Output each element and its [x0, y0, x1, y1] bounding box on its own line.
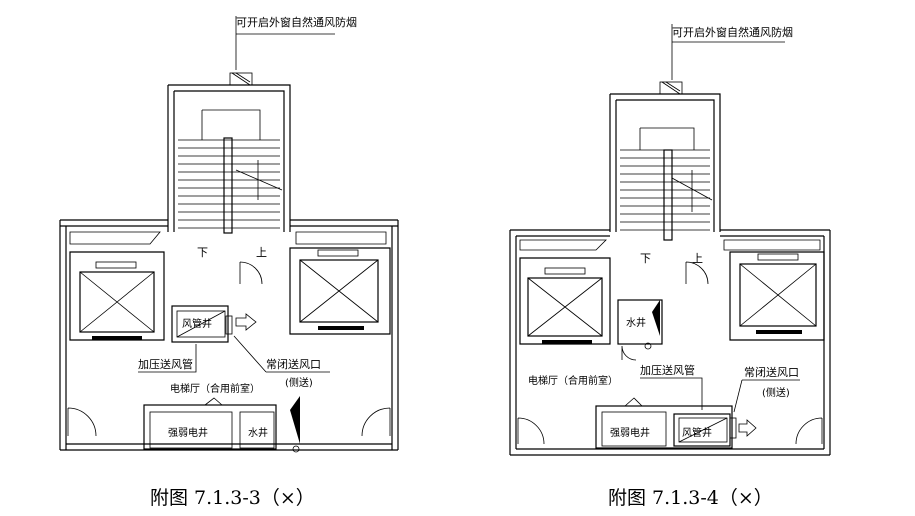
- right-water-shaft-label: 水井: [626, 316, 646, 329]
- left-vent-side-label: (侧送): [285, 376, 313, 389]
- left-vent-label: 常闭送风口: [266, 357, 321, 371]
- right-duct-leader: [640, 377, 703, 410]
- left-stair-flights: [178, 109, 283, 234]
- left-lower-shafts: [143, 396, 300, 453]
- left-elevator-1: [69, 251, 165, 341]
- left-stair-door: [239, 261, 263, 285]
- right-door-east: [795, 417, 823, 445]
- left-elevator-2: [289, 247, 391, 335]
- right-stair-up: 上: [692, 252, 703, 265]
- right-elevator-2: [729, 251, 825, 341]
- left-door-west: [67, 407, 97, 437]
- right-electric-shaft-label: 强弱电井: [610, 426, 650, 439]
- right-figure-caption: 附图 7.1.3-4（×）: [608, 487, 773, 509]
- right-door-west: [517, 417, 545, 445]
- left-stair-up: 上: [256, 246, 267, 259]
- right-stair-walls: [609, 81, 721, 232]
- left-window-note: 可开启外窗自然通风防烟: [236, 15, 357, 29]
- right-floor-plan: 可开启外窗自然通风防烟 下 上 水井 电梯厅（合用前室） 加压送风管 常闭送风口…: [509, 24, 831, 509]
- right-stair-down: 下: [640, 252, 651, 265]
- left-duct-shaft: [171, 305, 257, 343]
- right-window-note: 可开启外窗自然通风防烟: [672, 25, 793, 39]
- right-stair-flights: [620, 127, 713, 241]
- left-vent-leader: [233, 335, 330, 373]
- left-stair-walls: [167, 72, 291, 232]
- right-elevator-1: [519, 257, 611, 345]
- right-vent-side-label: (侧送): [762, 386, 790, 399]
- left-main-walls: [59, 219, 399, 451]
- right-lower-shafts: [595, 397, 757, 449]
- right-pressurization-duct-label: 加压送风管: [640, 363, 695, 377]
- left-window-leader: [235, 16, 335, 70]
- right-stair-door: [685, 261, 709, 285]
- left-pressurization-duct-label: 加压送风管: [138, 357, 193, 371]
- right-lobby-label: 电梯厅（合用前室）: [528, 374, 618, 387]
- right-duct-shaft-label: 风管井: [682, 426, 712, 439]
- left-duct-shaft-label: 风管井: [182, 317, 212, 330]
- right-vent-label: 常闭送风口: [744, 365, 799, 379]
- right-main-walls: [509, 229, 831, 456]
- left-lobby-label: 电梯厅（合用前室）: [170, 382, 260, 395]
- left-figure-caption: 附图 7.1.3-3（×）: [150, 487, 315, 509]
- left-duct-leader: [138, 344, 197, 373]
- left-electric-shaft-label: 强弱电井: [168, 426, 208, 439]
- right-vent-leader: [733, 379, 800, 413]
- right-window-leader: [671, 24, 785, 80]
- left-water-shaft-label: 水井: [248, 426, 268, 439]
- left-door-east: [361, 407, 391, 437]
- left-stair-down: 下: [197, 246, 208, 259]
- right-water-shaft: [617, 299, 663, 361]
- left-floor-plan: 可开启外窗自然通风防烟 下 上 风管井 加压送风管 常闭送风口 (侧送) 电梯厅…: [59, 15, 399, 509]
